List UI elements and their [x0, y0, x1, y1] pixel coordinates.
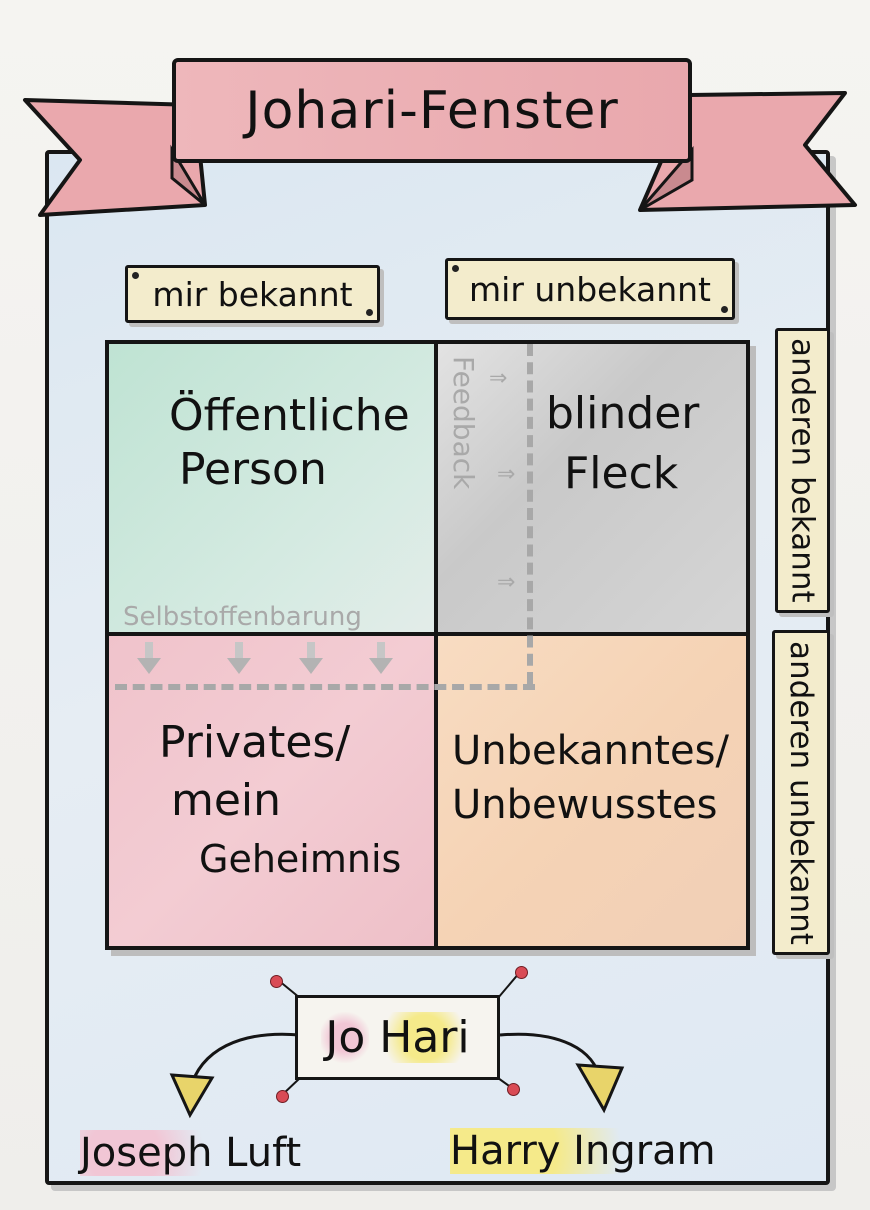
pin-dot: [132, 272, 139, 279]
quadrant-open-line: Öffentliche: [169, 390, 410, 441]
johari-name-jo: Jo: [321, 1012, 370, 1063]
quadrant-blind-line: blinder: [546, 388, 700, 439]
feedback-arrow-icon: ⇒: [497, 570, 516, 595]
quadrant-hidden-line: Geheimnis: [199, 837, 402, 881]
quadrant-blind-label: blinder Fleck: [546, 384, 699, 504]
quadrant-blind-line: Fleck: [564, 448, 679, 499]
ribbon-left: [23, 98, 207, 217]
feedback-label: Feedback: [447, 356, 480, 490]
pin-dot: [366, 309, 373, 316]
arrow-right-icon: [575, 1063, 625, 1114]
ribbon-right: [638, 91, 857, 212]
person-joseph-luft: Joseph Luft: [80, 1130, 302, 1176]
pin-dot: [452, 265, 459, 272]
johari-grid: Öffentliche Person blinder Fleck Private…: [105, 340, 750, 950]
row-label-text: anderen bekannt: [784, 338, 821, 603]
grid-vertical-divider: [434, 344, 438, 946]
row-label-text: anderen unbekannt: [783, 640, 819, 945]
pin-dot: [721, 306, 728, 313]
quadrant-blind: blinder Fleck: [434, 344, 746, 634]
row-label-known-to-others: anderen bekannt: [775, 328, 830, 613]
quadrant-hidden-line: Privates/: [159, 717, 351, 768]
row-label-unknown-to-others: anderen unbekannt: [772, 630, 830, 955]
quadrant-open: Öffentliche Person: [109, 344, 434, 634]
pin-icon: [515, 966, 528, 979]
quadrant-unknown-line: Unbewusstes: [452, 782, 718, 828]
banner-ribbons: [23, 91, 857, 217]
johari-name-hari: Hari: [375, 1012, 474, 1063]
ribbon-fold-left: [170, 144, 207, 207]
johari-name-box: Jo Hari: [295, 995, 500, 1080]
self-disclosure-label: Selbstoffenbarung: [123, 602, 362, 632]
quadrant-unknown-line: Unbekanntes/: [452, 728, 729, 774]
person-harry-ingram: Harry Ingram: [450, 1128, 716, 1174]
feedback-arrow-icon: ⇒: [489, 366, 508, 391]
arrow-left-icon: [169, 1073, 215, 1119]
pin-icon: [270, 975, 283, 988]
feedback-dashed-line: [527, 344, 533, 684]
origin-connectors: [169, 971, 625, 1119]
title-banner: Johari-Fenster: [172, 58, 692, 163]
page-title: Johari-Fenster: [245, 80, 619, 141]
column-label-text: mir bekannt: [152, 274, 353, 314]
column-label-unknown-to-self: mir unbekannt: [445, 258, 735, 320]
feedback-arrow-icon: ⇒: [497, 462, 516, 487]
column-label-text: mir unbekannt: [469, 269, 711, 309]
baseline-rule: [50, 1182, 820, 1185]
quadrant-hidden: Privates/ mein Geheimnis: [109, 634, 434, 946]
self-disclosure-dashed-line: [115, 684, 535, 690]
quadrant-hidden-label: Privates/ mein Geheimnis: [159, 714, 401, 888]
quadrant-hidden-line: mein: [171, 775, 282, 826]
quadrant-open-line: Person: [179, 444, 327, 495]
quadrant-open-label: Öffentliche Person: [169, 389, 410, 497]
quadrant-unknown-label: Unbekanntes/ Unbewusstes: [452, 724, 729, 832]
quadrant-unknown: Unbekanntes/ Unbewusstes: [434, 634, 746, 946]
pin-icon: [276, 1090, 289, 1103]
pin-icon: [507, 1083, 520, 1096]
column-label-known-to-self: mir bekannt: [125, 265, 380, 323]
ribbon-fold-right: [638, 145, 694, 212]
grid-horizontal-divider: [109, 632, 746, 636]
